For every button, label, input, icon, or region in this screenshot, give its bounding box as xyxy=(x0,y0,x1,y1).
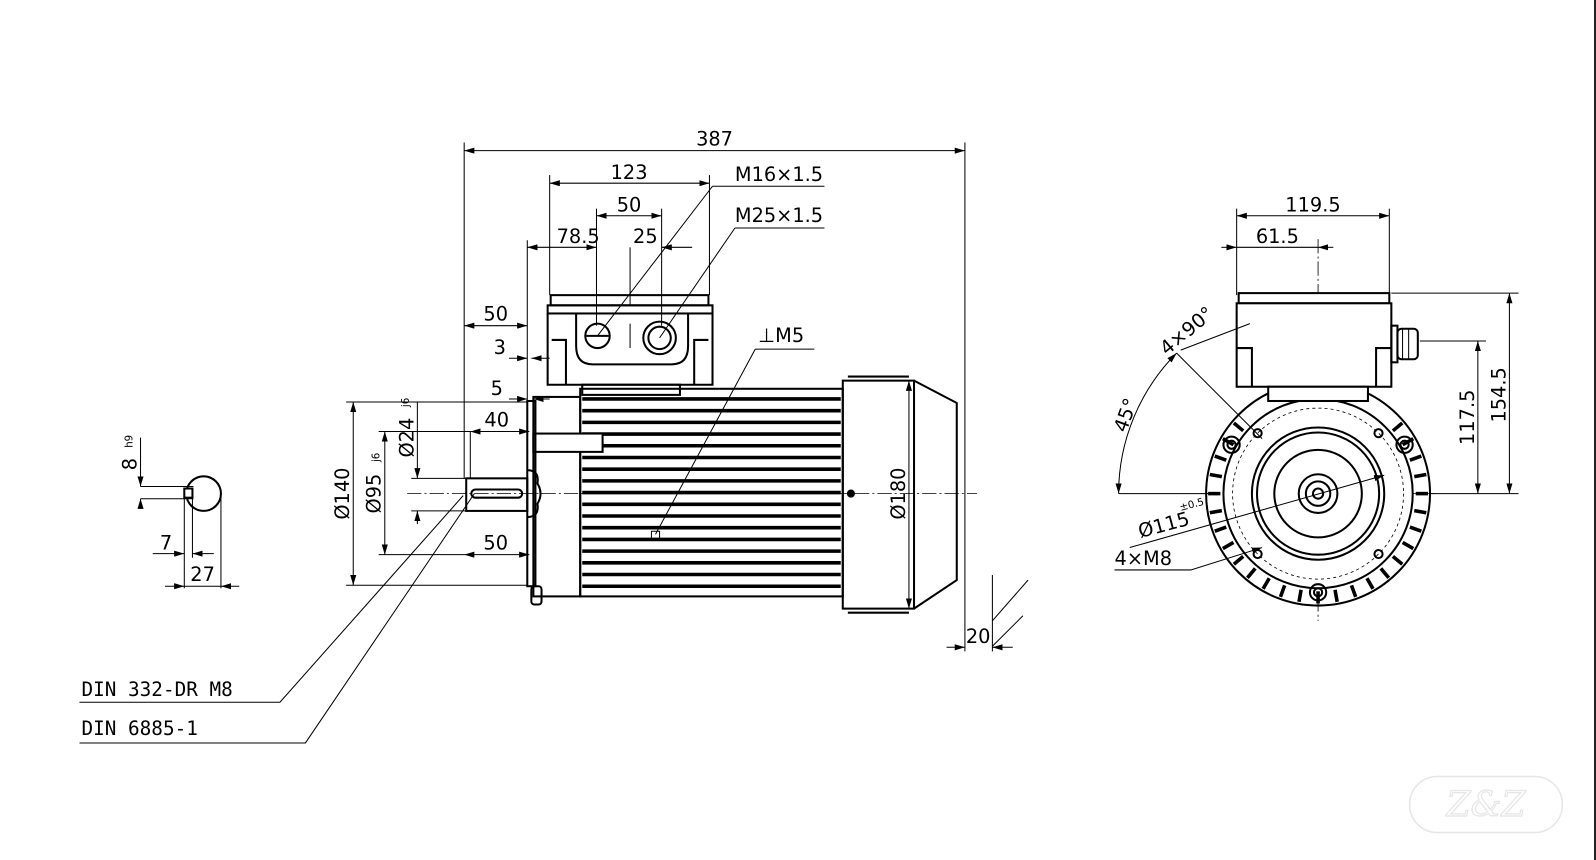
end-fin xyxy=(1413,472,1427,479)
dim-overall-length: 387 xyxy=(696,128,733,151)
dim-shaft-length: 50 xyxy=(483,303,508,326)
label-earth-m5: ⊥M5 xyxy=(758,324,804,347)
end-fin xyxy=(1409,525,1422,533)
label-holes-m8: 4×M8 xyxy=(1115,547,1172,570)
gland-m25-icon xyxy=(642,320,677,356)
dim-spigot-dia: Ø95 xyxy=(363,474,386,514)
dim-angle-45: 45° xyxy=(1109,395,1142,435)
cable-gland-icon xyxy=(1396,327,1419,361)
dim-shaft-length-bottom: 50 xyxy=(483,532,508,555)
side-dimensions: 387 123 50 78.5 25 50 3 5 40 xyxy=(331,128,1029,652)
end-fin xyxy=(1391,555,1404,566)
terminal-box xyxy=(546,294,714,396)
tie-rod-icon xyxy=(1395,435,1414,454)
shaft-section: 8 h9 7 27 xyxy=(118,435,240,590)
dim-key-length: 40 xyxy=(484,408,509,431)
end-fin xyxy=(1333,589,1339,603)
end-fin xyxy=(1221,540,1235,551)
bolt-hole-icon xyxy=(1252,428,1263,439)
end-fin xyxy=(1349,584,1358,598)
shaft-section-key-tol: h9 xyxy=(124,435,135,448)
dim-key-width: 8 xyxy=(118,458,141,470)
end-fin xyxy=(1246,567,1257,579)
end-fin xyxy=(1401,540,1415,551)
bolt-hole-icon xyxy=(1373,548,1384,560)
side-view: 387 123 50 78.5 25 50 3 5 40 xyxy=(331,128,1029,652)
end-fin xyxy=(1209,508,1223,515)
tie-rod-icon xyxy=(1226,439,1237,450)
dim-key-depth: 7 xyxy=(160,532,172,555)
end-fin xyxy=(1232,421,1245,433)
standard-notes: DIN 332-DR M8 DIN 6885-1 xyxy=(79,493,475,744)
label-gland-m25: M25×1.5 xyxy=(735,204,823,227)
side-view-shaft-tol: j6 xyxy=(401,398,412,408)
motor-body xyxy=(465,375,958,614)
end-fin xyxy=(1232,555,1245,566)
dim-box-offset: 78.5 xyxy=(557,225,600,248)
dim-shaft-dia: Ø24 xyxy=(395,418,418,458)
dim-holes-angle: 4×90° xyxy=(1155,302,1218,360)
dim-end-box-offset: 61.5 xyxy=(1256,225,1299,248)
end-view-pcd-tol: ±0.5 xyxy=(1179,497,1206,514)
dim-end-height-total: 154.5 xyxy=(1487,367,1510,422)
side-view-spigot-tol: j6 xyxy=(372,453,383,463)
dim-flange-dia: Ø140 xyxy=(331,468,354,520)
svg-text:Z&Z: Z&Z xyxy=(1446,785,1527,825)
dim-spigot: 5 xyxy=(491,377,503,400)
dim-flange-gap: 3 xyxy=(494,336,506,359)
dim-fan-cover-dia: Ø180 xyxy=(887,468,910,520)
dim-gland-offset: 25 xyxy=(633,225,658,248)
key-slot xyxy=(470,488,524,499)
earth-terminal-icon xyxy=(650,530,661,540)
dim-gland-spacing: 50 xyxy=(617,194,642,217)
end-fin xyxy=(1209,472,1223,479)
end-fin xyxy=(1214,454,1227,462)
end-fin xyxy=(1379,567,1391,579)
end-fin xyxy=(1214,525,1227,533)
note-din-332: DIN 332-DR M8 xyxy=(82,678,233,701)
dim-shaft-height: 27 xyxy=(190,563,215,586)
end-fin xyxy=(1261,577,1271,590)
dim-end-box-width: 119.5 xyxy=(1285,194,1340,217)
dim-end-height-gland: 117.5 xyxy=(1456,390,1479,445)
dim-cover-clearance: 20 xyxy=(966,625,991,648)
gland-m16-icon xyxy=(584,322,611,350)
end-fin xyxy=(1409,454,1422,462)
tie-rod-icon xyxy=(1399,439,1410,450)
end-fin xyxy=(1391,421,1404,433)
end-view: 119.5 61.5 154.5 117.5 45° 4×90° Ø115 ±0… xyxy=(1109,194,1519,621)
bolt-hole-icon xyxy=(1373,428,1384,439)
shaft xyxy=(465,477,529,512)
dim-box-width: 123 xyxy=(611,161,648,184)
end-fin xyxy=(1278,584,1287,598)
end-fin xyxy=(1413,508,1427,515)
end-fin xyxy=(1297,589,1303,603)
tie-rod-icon xyxy=(1312,587,1324,598)
tie-rod-icon xyxy=(1308,583,1328,602)
note-din-6885: DIN 6885-1 xyxy=(82,717,198,740)
end-fin xyxy=(1365,577,1375,590)
watermark-logo: Z&Z xyxy=(1408,775,1564,834)
label-gland-m16: M16×1.5 xyxy=(735,163,823,186)
tie-rod-icon xyxy=(1222,435,1241,454)
